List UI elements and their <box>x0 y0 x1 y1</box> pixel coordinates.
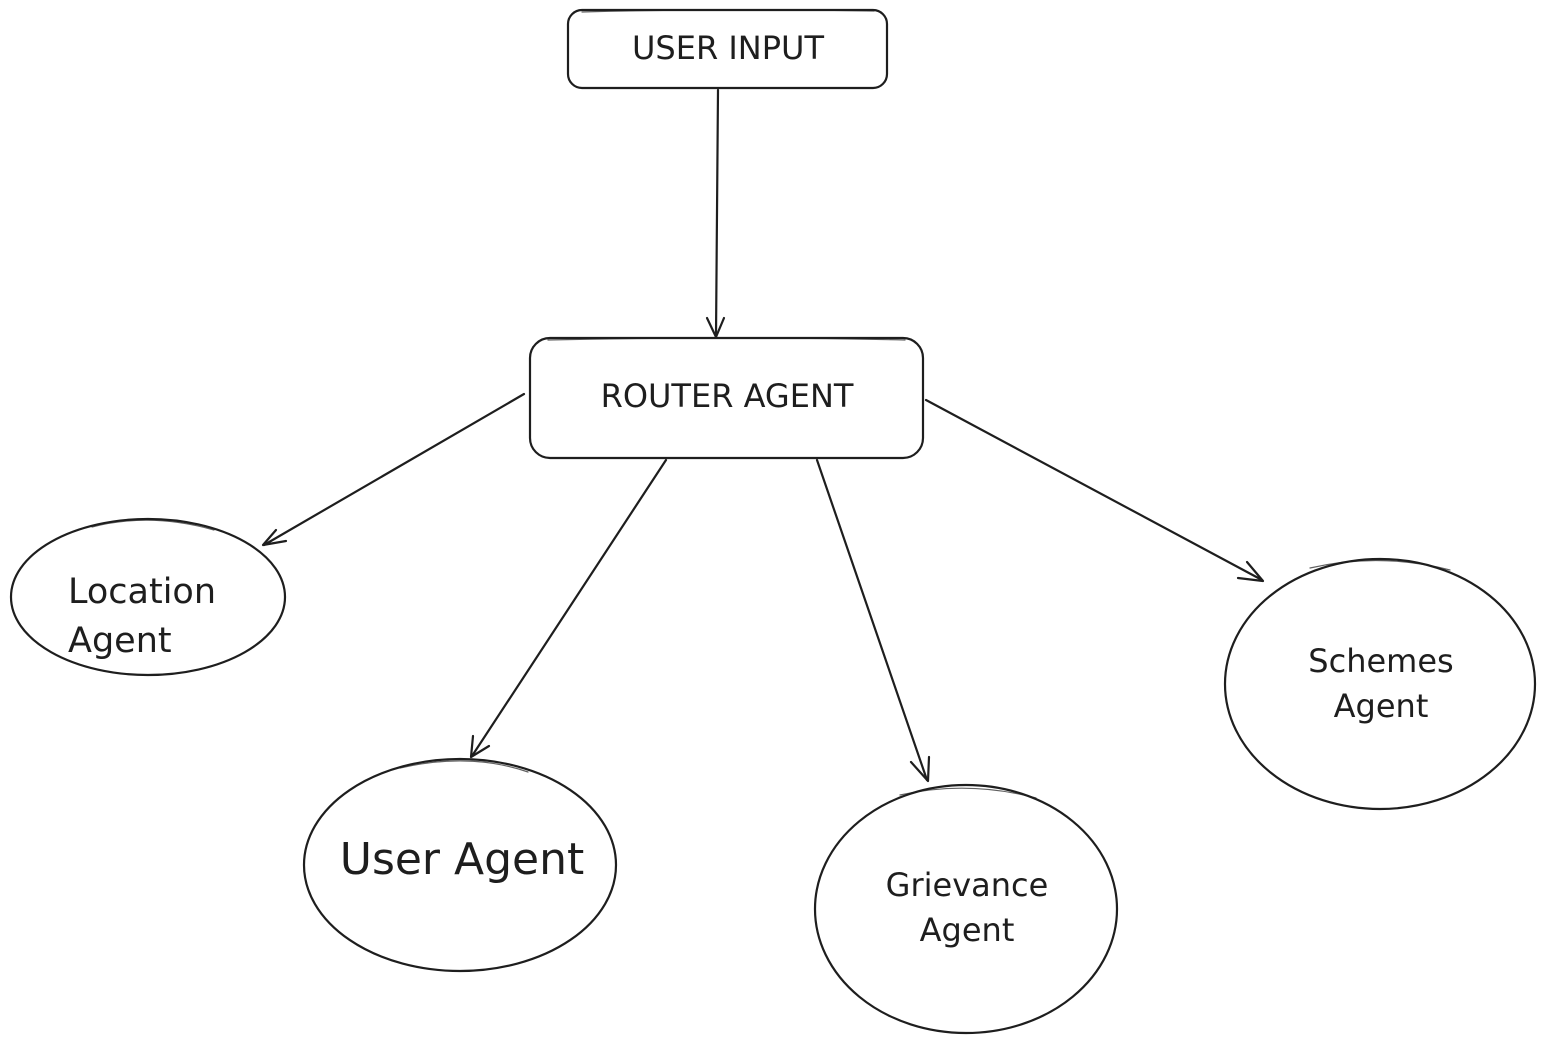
location-agent-label-line2: Agent <box>68 621 172 661</box>
grievance-agent-ellipse <box>813 783 1119 1035</box>
user-input-node[interactable]: USER INPUT <box>566 8 889 90</box>
location-agent-label-line1: Location <box>68 572 216 612</box>
user-agent-node[interactable]: User Agent <box>302 757 618 973</box>
location-agent-ellipse <box>9 517 287 677</box>
router-agent-node[interactable]: ROUTER AGENT <box>528 336 925 460</box>
grievance-agent-label-line2: Agent <box>920 911 1015 949</box>
schemes-agent-label-line1: Schemes <box>1308 642 1453 680</box>
edge-router-to-user-agent <box>469 458 668 759</box>
user-agent-ellipse <box>302 757 618 973</box>
location-agent-node[interactable]: Location Agent <box>9 517 287 677</box>
schemes-agent-ellipse <box>1223 557 1537 811</box>
user-agent-label: User Agent <box>340 834 585 885</box>
user-input-label: USER INPUT <box>632 29 824 67</box>
edge-router-to-grievance <box>815 458 931 783</box>
schemes-agent-label-line2: Agent <box>1334 687 1429 725</box>
router-agent-label: ROUTER AGENT <box>601 377 854 415</box>
edge-router-to-schemes <box>924 398 1265 583</box>
grievance-agent-label-line1: Grievance <box>886 866 1049 904</box>
schemes-agent-node[interactable]: Schemes Agent <box>1223 557 1537 811</box>
grievance-agent-node[interactable]: Grievance Agent <box>813 783 1119 1035</box>
edge-router-to-location <box>261 392 526 547</box>
edge-user-input-to-router <box>705 88 726 339</box>
